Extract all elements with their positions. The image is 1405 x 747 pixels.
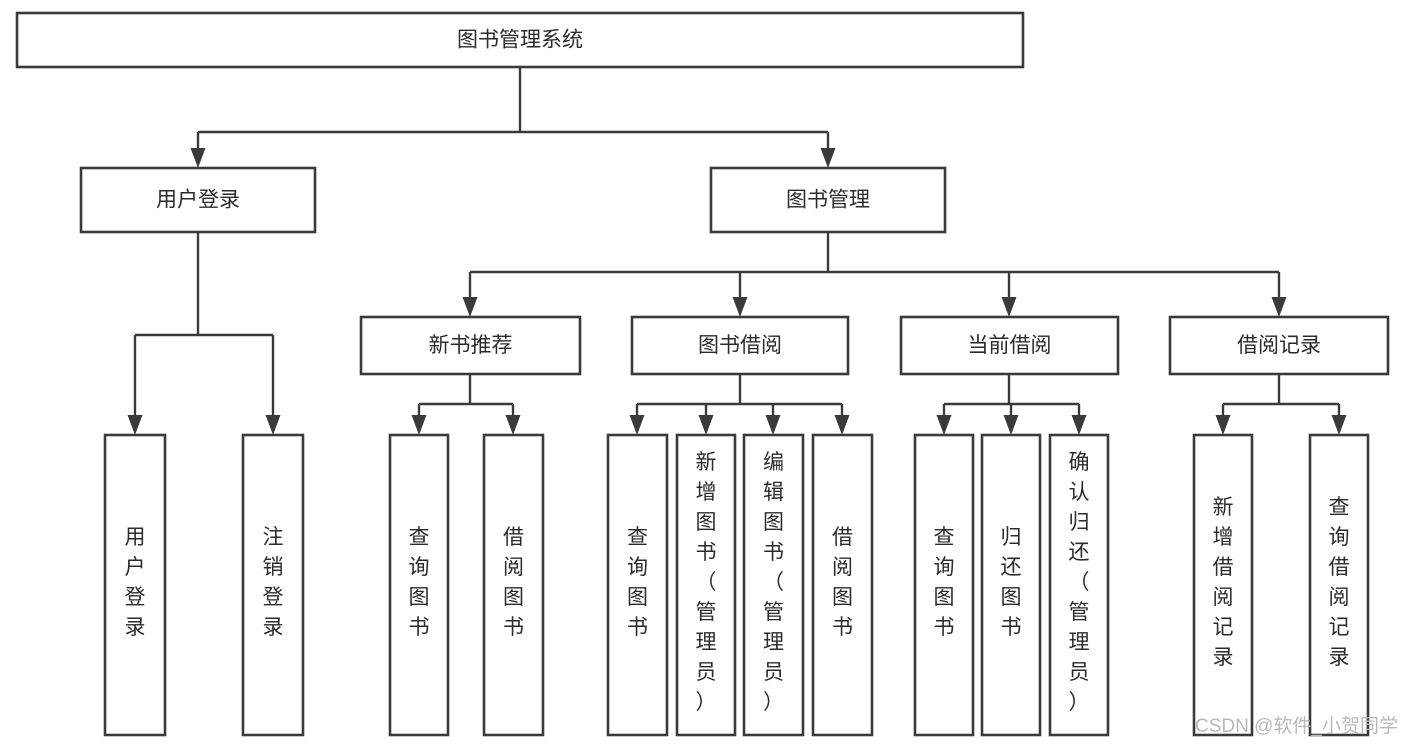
leaf-node-box[interactable] [742,433,805,737]
leaf-node-label: 查询图书 [934,526,955,639]
leaf-node-box[interactable] [675,433,737,737]
arrow-head-icon [1001,297,1017,317]
arrow-head-icon [462,297,478,317]
level3-node-box[interactable] [630,315,850,376]
leaf-node-1[interactable]: 注销登录 [241,433,305,737]
arrow-head-icon [834,415,850,435]
leaf-node-label: 归还图书 [1001,526,1022,639]
level3-node-3[interactable]: 借阅记录 [1168,315,1390,376]
leaf-node-label: 借阅图书 [832,526,853,639]
leaf-node-2[interactable]: 查询图书 [388,433,450,737]
leaf-node-label: 借阅图书 [503,526,524,639]
arrow-head-icon [732,297,748,317]
leaf-node-9[interactable]: 归还图书 [980,433,1042,737]
leaf-node-box[interactable] [1308,433,1370,737]
leaf-node-4[interactable]: 查询图书 [606,433,669,737]
arrow-head-icon [1331,415,1347,435]
arrow-head-icon [936,415,952,435]
root-node-label: 图书管理系统 [457,29,583,52]
arrow-head-icon [820,148,836,168]
arrow-head-icon [127,415,143,435]
level3-node-label: 借阅记录 [1237,334,1321,357]
leaf-node-label: 查询借阅记录 [1329,496,1350,669]
leaf-node-label: 用户登录 [125,526,146,639]
connector-layer [127,67,1347,435]
arrow-head-icon [765,415,781,435]
level3-node-label: 新书推荐 [429,334,513,357]
leaf-node-box[interactable] [1192,433,1254,737]
level2-node-1[interactable]: 图书管理 [709,166,947,234]
level3-node-2[interactable]: 当前借阅 [899,315,1120,376]
arrow-head-icon [1271,297,1287,317]
leaf-node-label: 编辑图书（管理员） [763,451,784,714]
level2-node-box[interactable] [79,166,317,234]
root-node-box[interactable] [15,11,1025,69]
level3-node-1[interactable]: 图书借阅 [630,315,850,376]
level2-node-0[interactable]: 用户登录 [79,166,317,234]
arrow-head-icon [629,415,645,435]
leaf-node-11[interactable]: 新增借阅记录 [1192,433,1254,737]
leaf-node-label: 新增借阅记录 [1213,496,1234,669]
leaf-node-box[interactable] [388,433,450,737]
leaf-node-box[interactable] [811,433,874,737]
leaf-node-label: 查询图书 [409,526,430,639]
leaf-node-10[interactable]: 确认归还（管理员） [1048,433,1110,737]
leaf-node-box[interactable] [913,433,975,737]
leaf-node-6[interactable]: 编辑图书（管理员） [742,433,805,737]
leaf-node-box[interactable] [241,433,305,737]
leaf-node-box[interactable] [482,433,545,737]
level2-node-label: 图书管理 [786,189,870,212]
leaf-node-label: 确认归还（管理员） [1069,451,1090,714]
leaf-node-7[interactable]: 借阅图书 [811,433,874,737]
leaf-node-label: 查询图书 [627,526,648,639]
leaf-node-5[interactable]: 新增图书（管理员） [675,433,737,737]
arrow-head-icon [698,415,714,435]
leaf-node-label: 注销登录 [263,526,284,639]
level3-node-0[interactable]: 新书推荐 [359,315,582,376]
arrow-head-icon [1215,415,1231,435]
leaf-node-box[interactable] [103,433,167,737]
leaf-node-3[interactable]: 借阅图书 [482,433,545,737]
csdn-watermark: CSDN @软件_小贺同学 [1195,715,1398,737]
level3-node-box[interactable] [359,315,582,376]
leaf-node-box[interactable] [606,433,669,737]
node-layer: 图书管理系统用户登录图书管理新书推荐图书借阅当前借阅借阅记录用户登录注销登录查询… [15,11,1390,737]
arrow-head-icon [265,415,281,435]
level3-node-label: 当前借阅 [968,334,1052,357]
arrow-head-icon [1003,415,1019,435]
arrow-head-icon [505,415,521,435]
leaf-node-12[interactable]: 查询借阅记录 [1308,433,1370,737]
leaf-node-0[interactable]: 用户登录 [103,433,167,737]
level2-node-box[interactable] [709,166,947,234]
leaf-node-box[interactable] [1048,433,1110,737]
level2-node-label: 用户登录 [156,189,240,212]
level3-node-box[interactable] [899,315,1120,376]
arrow-head-icon [1071,415,1087,435]
leaf-node-8[interactable]: 查询图书 [913,433,975,737]
level3-node-box[interactable] [1168,315,1390,376]
leaf-node-box[interactable] [980,433,1042,737]
arrow-head-icon [190,148,206,168]
arrow-head-icon [411,415,427,435]
root-node-0[interactable]: 图书管理系统 [15,11,1025,69]
leaf-node-label: 新增图书（管理员） [696,451,717,714]
level3-node-label: 图书借阅 [698,334,782,357]
